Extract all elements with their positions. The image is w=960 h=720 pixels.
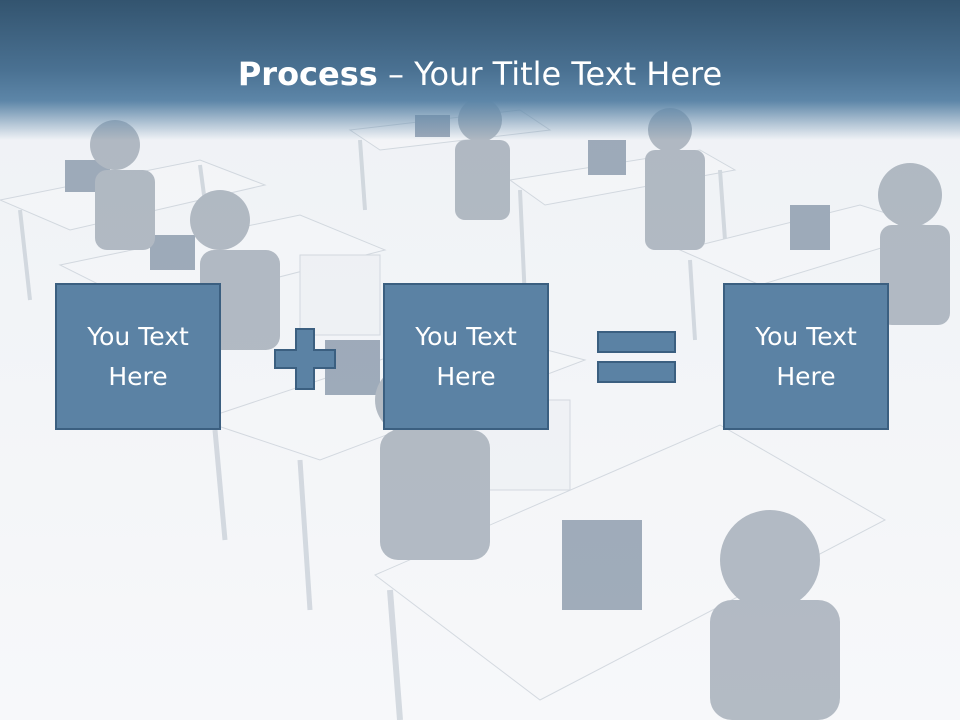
- laptop: [150, 235, 195, 270]
- title-bold: Process: [237, 55, 378, 93]
- laptop: [790, 205, 830, 250]
- slide-title: Process – Your Title Text Here: [0, 54, 960, 94]
- text-box-label: You Text Here: [755, 321, 857, 391]
- laptop: [562, 520, 642, 610]
- title-rest: Your Title Text Here: [414, 55, 723, 93]
- worker-silhouette: [710, 510, 840, 720]
- text-box-1[interactable]: You Text Here: [55, 283, 221, 430]
- title-bar: [0, 0, 960, 140]
- title-dash: –: [377, 55, 415, 93]
- text-box-2[interactable]: You Text Here: [383, 283, 549, 430]
- text-box-3[interactable]: You Text Here: [723, 283, 889, 430]
- laptop: [588, 140, 626, 175]
- plus-icon: [274, 328, 336, 390]
- text-box-label: You Text Here: [87, 321, 189, 391]
- equals-icon: [597, 331, 676, 383]
- text-box-label: You Text Here: [415, 321, 517, 391]
- worker-silhouette: [878, 163, 950, 325]
